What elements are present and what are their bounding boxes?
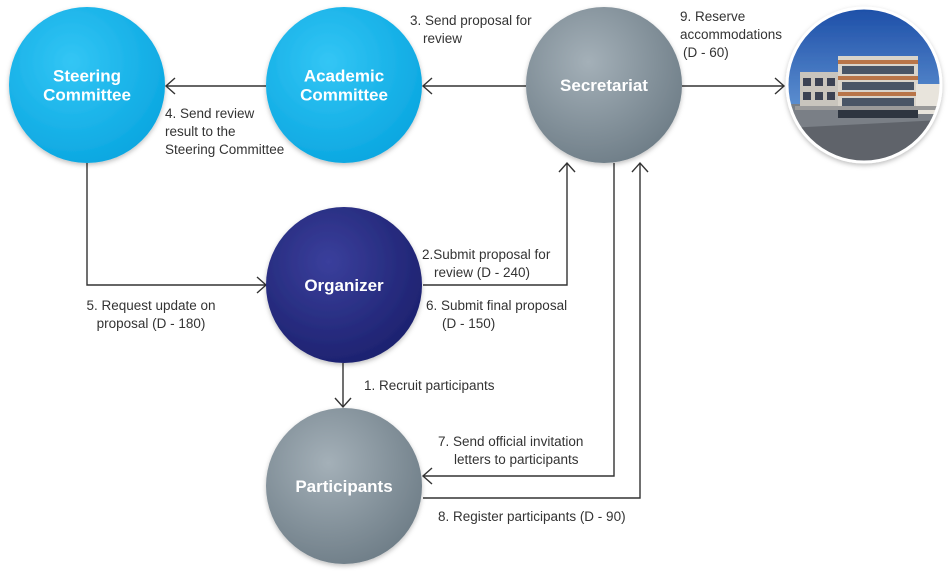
step-label-s4: result to the <box>165 124 236 139</box>
node-academic-label: Committee <box>300 86 388 105</box>
node-academic-label: Academic <box>304 67 384 86</box>
step-label-s9: 9. Reserve <box>680 9 745 24</box>
node-organizer-label: Organizer <box>304 276 384 295</box>
step-label-s9: (D - 60) <box>683 45 729 60</box>
step-label-s6: 6. Submit final proposal <box>426 298 567 313</box>
step-labels: 1. Recruit participants 2.Submit proposal… <box>86 9 782 524</box>
step-label-s9: accommodations <box>680 27 782 42</box>
arrow-steering-to-organizer <box>86 163 266 286</box>
building-photo-icon <box>787 8 941 162</box>
step-label-s1: 1. Recruit participants <box>364 378 495 393</box>
node-secretariat-circle <box>526 7 682 163</box>
node-secretariat: Secretariat <box>526 7 682 163</box>
step-label-s7: 7. Send official invitation <box>438 434 583 449</box>
step-label-s6: (D - 150) <box>442 316 495 331</box>
arrowhead <box>421 467 433 485</box>
venue-border <box>785 6 943 164</box>
node-participants: Participants <box>266 408 422 564</box>
arrow-secretariat-to-participants <box>423 163 615 477</box>
step-label-s5: proposal (D - 180) <box>97 316 206 331</box>
venue-node <box>785 6 943 164</box>
arrowhead <box>774 77 786 95</box>
node-secretariat-label: Secretariat <box>560 76 648 95</box>
step-label-s4: 4. Send review <box>165 106 255 121</box>
node-participants-label: Participants <box>295 477 392 496</box>
step-label-s2: review (D - 240) <box>434 265 530 280</box>
arrow-participants-to-secretariat <box>423 163 641 499</box>
node-steering-label: Steering <box>53 67 121 86</box>
node-participants-circle <box>266 408 422 564</box>
step-label-s7: letters to participants <box>454 452 579 467</box>
step-label-s8: 8. Register participants (D - 90) <box>438 509 626 524</box>
arrowhead <box>631 161 649 173</box>
node-steering-circle <box>9 7 165 163</box>
step-label-s2: 2.Submit proposal for <box>422 247 551 262</box>
step-label-s3: 3. Send proposal for <box>410 13 532 28</box>
step-label-s3: review <box>423 31 462 46</box>
arrow-organizer-to-secretariat <box>423 163 568 286</box>
arrowhead <box>164 77 176 95</box>
node-steering-label: Committee <box>43 86 131 105</box>
node-academic-circle <box>266 7 422 163</box>
connectors <box>86 77 786 499</box>
arrowhead <box>334 397 352 409</box>
arrowhead <box>558 161 576 173</box>
step-label-s5: 5. Request update on <box>86 298 215 313</box>
step-label-s4: Steering Committee <box>165 142 284 157</box>
node-organizer-circle <box>266 207 422 363</box>
node-organizer: Organizer <box>266 207 422 363</box>
arrowhead <box>421 77 433 95</box>
